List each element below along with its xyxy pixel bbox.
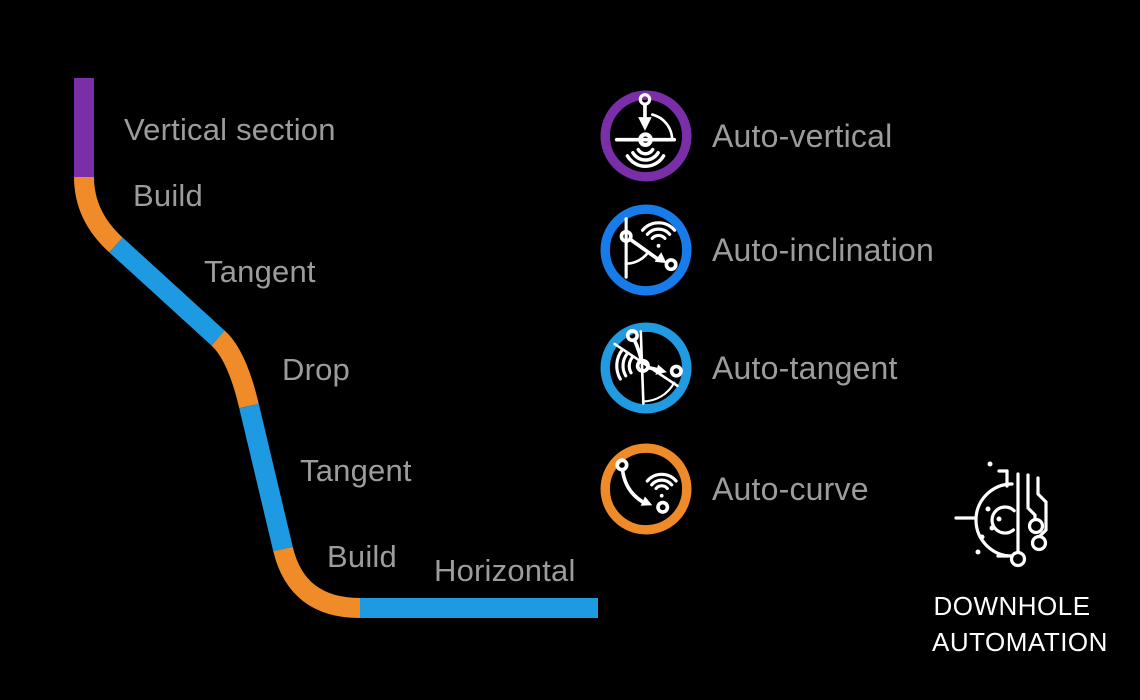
legend-label-auto-vertical: Auto-vertical (712, 117, 893, 154)
trajectory-segment-build-1 (74, 176, 123, 253)
downhole-automation-logo-icon (954, 461, 1048, 568)
tangent-line-icon (613, 342, 679, 388)
angle-arc-icon (641, 381, 676, 403)
label-build-1: Build (133, 178, 203, 213)
legend-item-auto-vertical: Auto-vertical (600, 90, 892, 182)
signal-waves-up-icon (640, 221, 677, 248)
diagonal-arrow-icon (654, 252, 667, 264)
logo-node-circle (1030, 534, 1048, 552)
legend-item-auto-inclination: Auto-inclination (600, 204, 934, 296)
logo-text-automation: AUTOMATION (932, 627, 1108, 657)
auto-vertical-glyph (614, 93, 677, 168)
trajectory-segment-tangent-2 (239, 403, 293, 552)
right-arrow-icon (655, 364, 667, 375)
signal-waves-down-icon (625, 147, 666, 168)
downhole-automation-logo: DOWNHOLE AUTOMATION (932, 460, 1107, 690)
label-tangent-2: Tangent (300, 453, 412, 488)
auto-tangent-glyph (613, 329, 683, 405)
legend-label-auto-tangent: Auto-tangent (712, 349, 898, 386)
auto-inclination-glyph (619, 217, 678, 279)
label-vertical-section: Vertical section (124, 112, 336, 147)
label-horizontal: Horizontal (434, 553, 576, 588)
angle-arc-icon (650, 113, 674, 141)
logo-node-circle (1027, 517, 1045, 535)
curve-arrow-icon (640, 496, 653, 506)
legend-label-auto-curve: Auto-curve (712, 470, 869, 507)
auto-inclination-icon (600, 204, 692, 296)
angle-arc-icon (624, 251, 650, 265)
trajectory-segment-tangent-1 (109, 237, 225, 346)
logo-text-downhole: DOWNHOLE (933, 591, 1091, 621)
label-drop: Drop (282, 352, 350, 387)
label-tangent-1: Tangent (204, 254, 316, 289)
auto-inclination-ring (600, 204, 692, 296)
legend-item-auto-tangent: Auto-tangent (600, 322, 898, 414)
logo-half-circle (974, 482, 1014, 558)
label-build-2: Build (327, 539, 397, 574)
logo-node-circle (1009, 550, 1027, 568)
auto-tangent-ring (600, 322, 692, 414)
signal-waves-left-icon (615, 348, 634, 381)
legend-item-auto-curve: Auto-curve (600, 443, 869, 535)
auto-tangent-icon (600, 322, 692, 414)
auto-curve-icon (600, 443, 692, 535)
auto-vertical-icon (600, 90, 692, 182)
signal-waves-up-icon (645, 472, 678, 498)
down-arrow-icon (638, 117, 652, 131)
auto-curve-glyph (615, 458, 678, 514)
legend-label-auto-inclination: Auto-inclination (712, 231, 934, 268)
auto-curve-ring (600, 443, 692, 535)
logo-inner-arc (990, 505, 1016, 535)
curve-path-icon (620, 467, 645, 504)
logo-dots (975, 461, 1002, 555)
trajectory-segment-drop (210, 330, 259, 409)
trajectory-segment-build-2 (273, 546, 361, 618)
